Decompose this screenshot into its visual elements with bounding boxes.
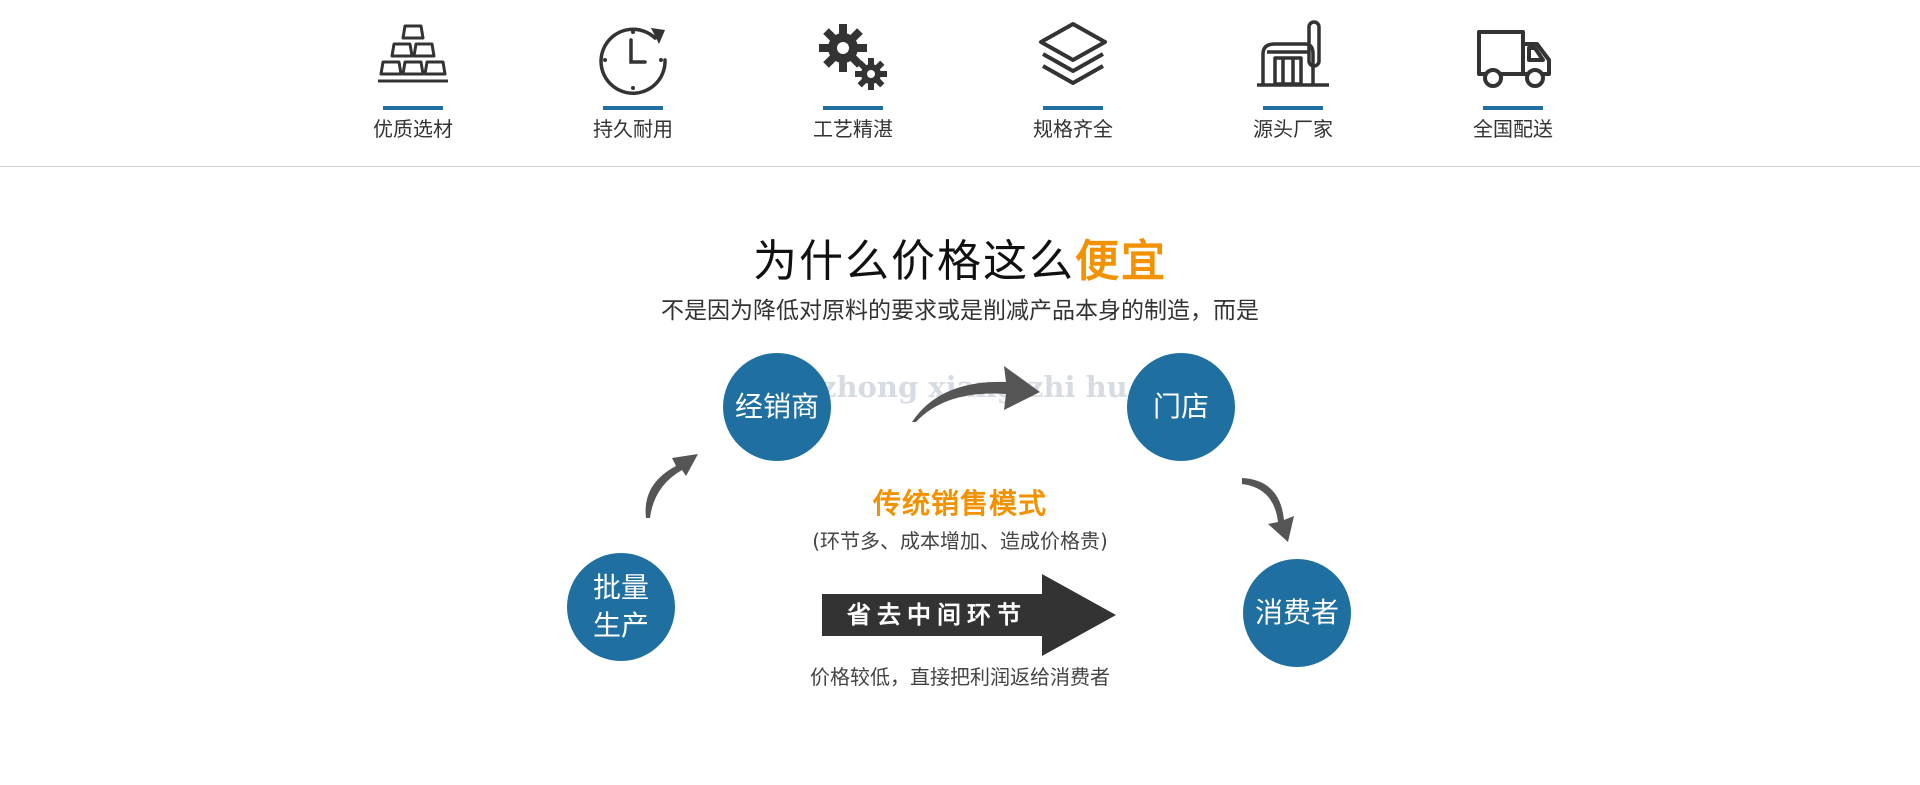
feature-craftsmanship: 工艺精湛 [763, 0, 943, 166]
feature-underline [823, 106, 883, 110]
arrow-down-right-icon [1240, 474, 1300, 544]
arrow-up-right-icon [640, 448, 704, 520]
feature-full-spec: 规格齐全 [983, 0, 1163, 166]
feature-underline [383, 106, 443, 110]
feature-strip: 优质选材 持久耐用 [0, 0, 1920, 167]
mass-production-line2: 生产 [592, 609, 649, 642]
dealer-circle: 经销商 [723, 353, 831, 461]
feature-label: 持久耐用 [593, 117, 673, 141]
arrow-right-icon [910, 360, 1042, 424]
feature-label: 源头厂家 [1253, 117, 1333, 141]
feature-underline [1483, 106, 1543, 110]
mass-production-label: 批量生产 [576, 569, 666, 645]
feature-label: 规格齐全 [1033, 117, 1113, 141]
price-benefit-note: 价格较低，直接把利润返给消费者 [810, 665, 1110, 689]
skip-middleman-label: 省去中间环节 [847, 601, 1027, 629]
feature-nationwide-delivery: 全国配送 [1423, 0, 1603, 166]
feature-underline [1263, 106, 1323, 110]
feature-direct-factory: 源头厂家 [1203, 0, 1383, 166]
gold-bars-icon [373, 18, 453, 98]
feature-label: 工艺精湛 [813, 117, 893, 141]
heading-text: 为什么价格这么 [753, 236, 1075, 287]
feature-underline [603, 106, 663, 110]
feature-quality-material: 优质选材 [323, 0, 503, 166]
factory-icon [1253, 18, 1333, 98]
skip-middleman-arrow: 省去中间环节 [822, 574, 1116, 656]
clock-icon [593, 18, 673, 98]
mass-production-circle: 批量生产 [567, 553, 675, 661]
store-circle: 门店 [1127, 353, 1235, 461]
truck-icon [1473, 18, 1553, 98]
traditional-model-title: 传统销售模式 [872, 487, 1047, 520]
dealer-label: 经销商 [734, 390, 819, 423]
feature-underline [1043, 106, 1103, 110]
mass-production-line1: 批量 [592, 571, 649, 604]
heading-accent: 便宜 [1075, 236, 1167, 287]
feature-label: 优质选材 [373, 117, 453, 141]
consumer-circle: 消费者 [1243, 559, 1351, 667]
feature-durable: 持久耐用 [543, 0, 723, 166]
store-label: 门店 [1152, 390, 1209, 423]
layers-icon [1033, 18, 1113, 98]
feature-label: 全国配送 [1473, 117, 1553, 141]
consumer-label: 消费者 [1254, 596, 1339, 629]
section-heading: 为什么价格这么便宜 [0, 234, 1920, 290]
gears-icon [813, 18, 893, 98]
traditional-model-note: (环节多、成本增加、造成价格贵) [812, 529, 1108, 553]
section-subheading: 不是因为降低对原料的要求或是削减产品本身的制造，而是 [661, 298, 1259, 324]
